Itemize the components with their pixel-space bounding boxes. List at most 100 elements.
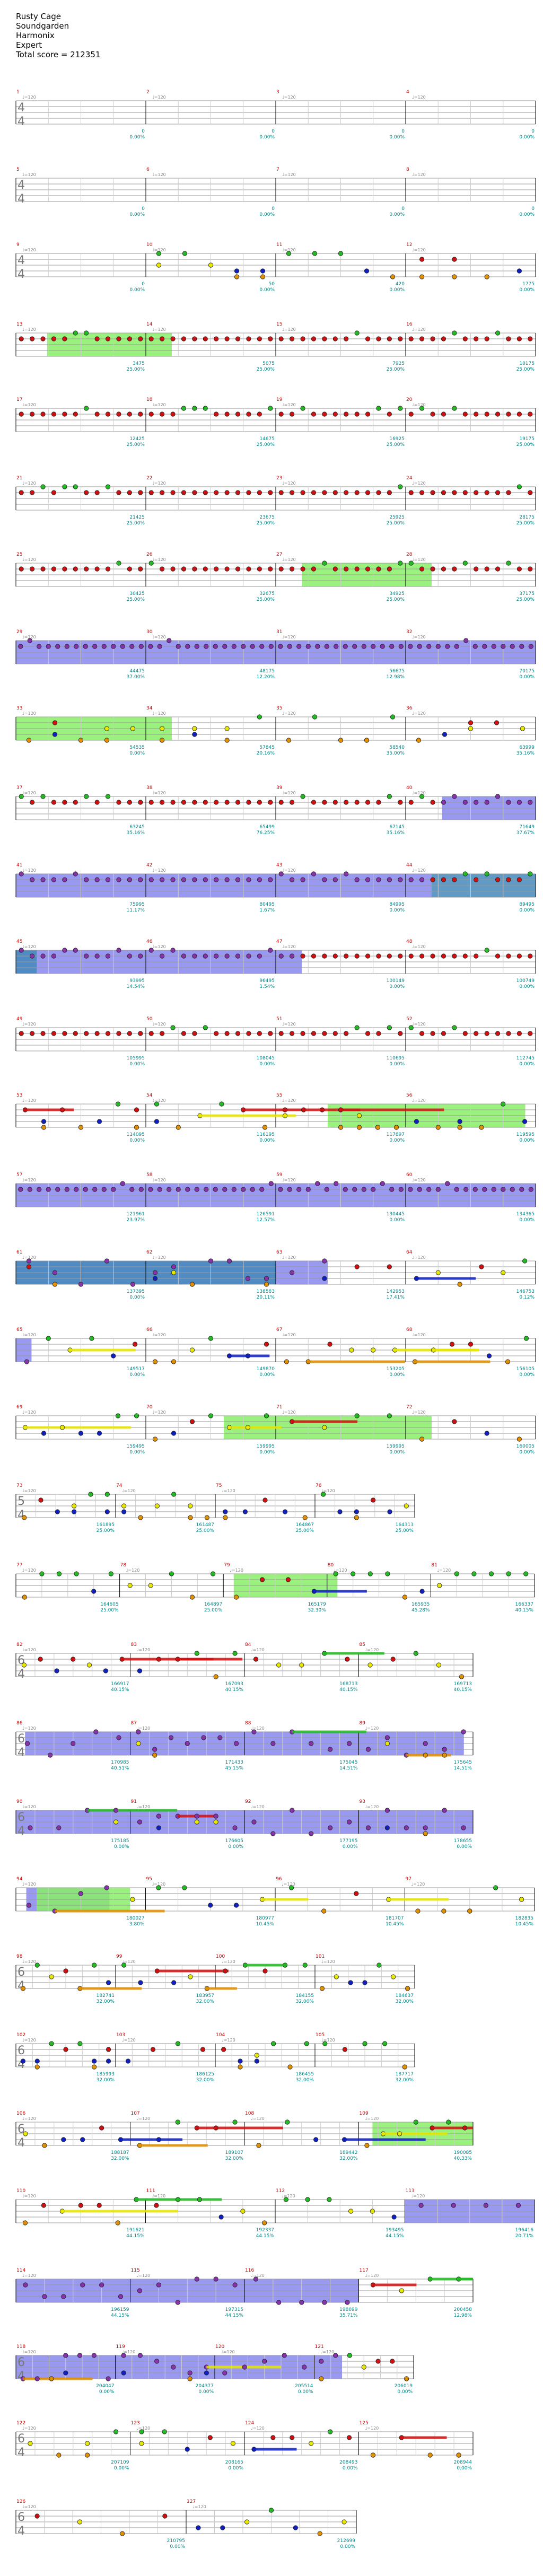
note — [510, 644, 515, 649]
note — [138, 1980, 143, 1985]
note — [218, 2214, 224, 2220]
note — [24, 1741, 30, 1746]
measure-number: 12 — [406, 242, 412, 248]
measure-score: 121961 — [127, 1212, 145, 1217]
bpm-marker: ♩=120 — [411, 2194, 425, 2198]
note — [322, 1276, 327, 1281]
note — [257, 1031, 262, 1036]
note — [175, 2041, 181, 2046]
measure-percent: 0.00% — [389, 1450, 405, 1455]
note — [88, 1492, 93, 1497]
measure-percent: 0.00% — [228, 1844, 243, 1850]
note — [290, 490, 295, 495]
measure-percent: 0.00% — [519, 135, 535, 140]
note — [185, 644, 190, 649]
note — [278, 336, 284, 341]
bpm-marker: ♩=120 — [412, 711, 426, 716]
timesig-bottom: 4 — [17, 1746, 25, 1759]
measure-percent: 0.00% — [129, 1372, 145, 1378]
note — [244, 2519, 250, 2525]
measure-score: 191621 — [126, 2228, 144, 2233]
note — [92, 1187, 98, 1192]
note — [224, 490, 230, 495]
note — [246, 490, 251, 495]
note — [387, 1025, 392, 1030]
note — [435, 644, 441, 649]
note — [38, 1497, 43, 1503]
note — [192, 406, 197, 411]
note — [39, 1571, 45, 1576]
note — [116, 1735, 121, 1740]
note — [268, 490, 273, 495]
note — [461, 1825, 466, 1830]
bpm-marker: ♩=120 — [222, 1959, 235, 1964]
note — [192, 732, 197, 737]
measure-percent: 25.00% — [257, 367, 275, 372]
note — [127, 411, 132, 417]
note — [34, 2376, 40, 2381]
measure-score: 0 — [142, 129, 145, 134]
note — [523, 1571, 529, 1576]
measure-number: 97 — [406, 1877, 411, 1882]
note — [40, 411, 46, 417]
note — [240, 2209, 246, 2214]
note — [235, 1031, 241, 1036]
note — [148, 948, 154, 953]
note — [181, 1031, 187, 1036]
note — [162, 2429, 167, 2434]
note — [160, 1031, 165, 1036]
measure-number: 64 — [406, 1250, 413, 1255]
note — [417, 644, 422, 649]
note — [516, 268, 522, 274]
note — [192, 1031, 197, 1036]
note — [63, 1968, 68, 1974]
note — [282, 1962, 288, 1968]
measure-number: 120 — [215, 2344, 224, 2350]
note — [104, 738, 110, 743]
measure-percent: 14.54% — [127, 984, 145, 989]
note — [338, 251, 344, 256]
note — [73, 411, 78, 417]
bpm-marker: ♩=120 — [412, 1333, 426, 1337]
measure-number: 38 — [146, 785, 153, 791]
measure-number: 123 — [131, 2421, 140, 2426]
measure-percent: 0.00% — [170, 2544, 185, 2549]
note — [516, 336, 522, 341]
note — [389, 644, 395, 649]
measure-score: 175645 — [454, 1760, 472, 1765]
note — [251, 1819, 257, 1825]
note — [370, 2209, 375, 2214]
note — [152, 1276, 158, 1281]
note — [419, 1589, 425, 1594]
note — [162, 2513, 168, 2519]
measure-percent: 76.25% — [257, 830, 275, 836]
measure-score: 71649 — [519, 825, 535, 830]
measure-score: 185993 — [97, 2072, 115, 2077]
note — [24, 1359, 30, 1364]
measure-number: 13 — [16, 322, 22, 327]
note — [371, 1187, 376, 1192]
measure-percent: 0.00% — [519, 984, 535, 989]
bpm-marker: ♩=120 — [137, 1804, 151, 1809]
note — [85, 2452, 90, 2458]
measure-score: 170985 — [111, 1760, 129, 1765]
measure-percent: 44.15% — [225, 2313, 244, 2318]
note — [290, 1031, 295, 1036]
note — [344, 953, 349, 959]
bpm-marker: ♩=120 — [152, 635, 166, 639]
note — [84, 1031, 89, 1036]
note — [40, 877, 46, 882]
note — [408, 560, 414, 566]
measure-number: 33 — [16, 706, 22, 711]
note — [235, 877, 241, 882]
measure-number: 77 — [16, 1563, 22, 1568]
measure-percent: 25.00% — [516, 367, 535, 372]
note — [27, 638, 32, 643]
note — [222, 1187, 227, 1192]
note — [268, 1031, 273, 1036]
note — [419, 257, 425, 262]
measure-number: 10 — [146, 242, 153, 248]
note — [188, 1503, 193, 1509]
note — [203, 336, 208, 341]
bpm-marker: ♩=120 — [412, 481, 426, 486]
